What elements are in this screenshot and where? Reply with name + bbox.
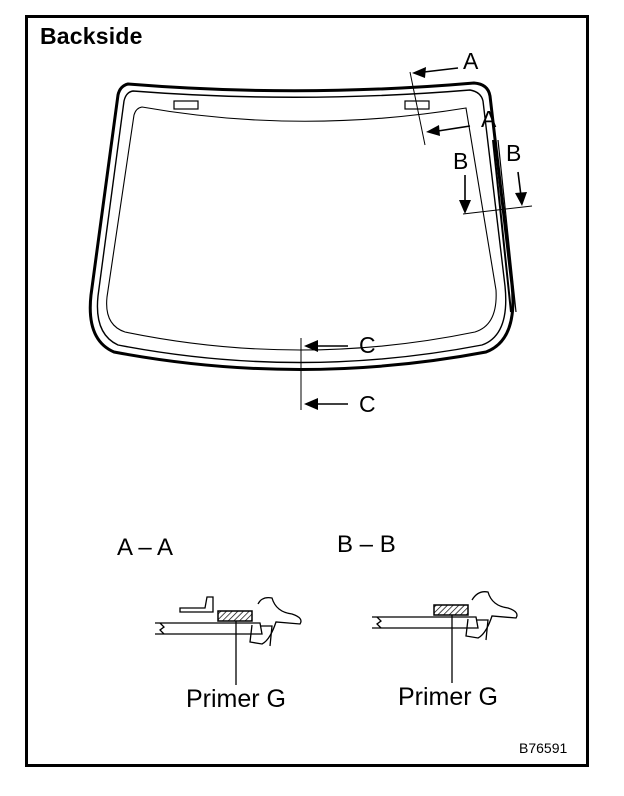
side-molding: [492, 139, 517, 313]
cut-label-c-top: C: [359, 332, 376, 358]
primer-boundary-line: [106, 106, 497, 351]
top-left-pad: [173, 100, 199, 110]
figure-code: B76591: [519, 740, 568, 756]
section-b-heading: B – B: [337, 531, 396, 558]
cut-line-c: [300, 338, 348, 410]
section-a-drawing: [155, 596, 302, 685]
section-a-callout: Primer G: [186, 685, 286, 713]
glass-outer-edge: [88, 81, 515, 371]
cut-label-a-top: A: [463, 48, 479, 74]
cut-label-b-left: B: [453, 148, 469, 174]
figure-frame: [25, 15, 589, 767]
section-b-drawing: [372, 591, 518, 683]
cut-label-b-right: B: [506, 140, 522, 166]
cut-label-c-bottom: C: [359, 391, 376, 417]
windshield-glass: [88, 81, 515, 371]
section-b-callout: Primer G: [398, 683, 498, 711]
section-a-heading: A – A: [117, 534, 174, 561]
cut-line-b: [459, 171, 533, 215]
cut-label-a-bottom: A: [481, 106, 497, 132]
top-right-pad: [404, 100, 430, 110]
page-title: Backside: [40, 23, 143, 49]
cut-line-a: [409, 67, 471, 146]
glass-inner-edge: [96, 89, 507, 364]
